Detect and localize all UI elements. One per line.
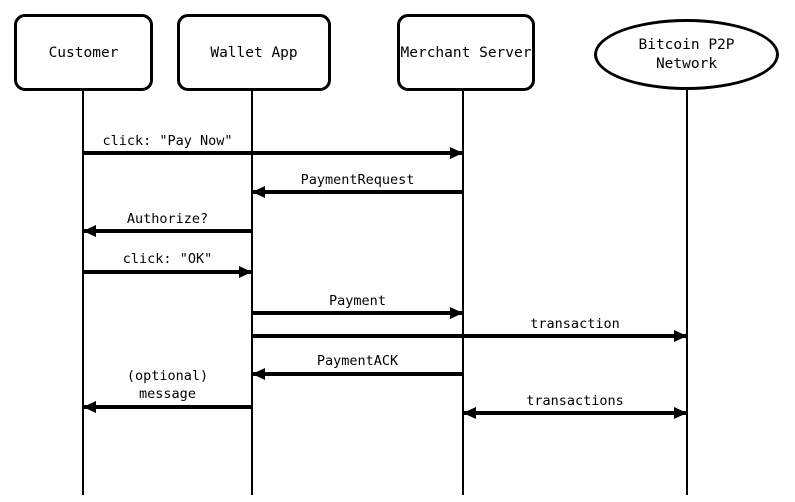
participant-merchant-server-label: Merchant Server bbox=[400, 44, 532, 61]
participant-customer-label: Customer bbox=[48, 44, 119, 61]
message-label-payment: Payment bbox=[329, 293, 386, 309]
message-label-transaction: transaction bbox=[530, 316, 620, 332]
arrowhead-left-icon bbox=[463, 407, 476, 419]
arrowhead-right-icon bbox=[674, 330, 687, 342]
lifeline-bitcoin-p2p-network bbox=[686, 89, 688, 495]
lifeline-wallet-app bbox=[251, 90, 253, 495]
message-line-optional-message bbox=[83, 405, 252, 409]
arrowhead-right-icon bbox=[450, 147, 463, 159]
message-line-click-pay-now bbox=[83, 151, 463, 155]
arrowhead-right-icon bbox=[450, 307, 463, 319]
message-line-authorize bbox=[83, 229, 252, 233]
participant-bitcoin-p2p-network: Bitcoin P2P Network bbox=[594, 19, 779, 90]
message-line-paymentrequest bbox=[252, 190, 463, 194]
message-line-click-ok bbox=[83, 270, 252, 274]
arrowhead-left-icon bbox=[252, 186, 265, 198]
message-label-click-ok: click: "OK" bbox=[122, 251, 213, 267]
participant-customer: Customer bbox=[14, 14, 153, 91]
arrowhead-right-icon bbox=[239, 266, 252, 278]
arrowhead-left-icon bbox=[252, 368, 265, 380]
arrowhead-right-icon bbox=[674, 407, 687, 419]
message-label-transactions: transactions bbox=[526, 393, 624, 409]
lifeline-customer bbox=[82, 90, 84, 495]
lifeline-merchant-server bbox=[462, 90, 464, 495]
arrowhead-left-icon bbox=[83, 401, 96, 413]
participant-wallet-app-label: Wallet App bbox=[210, 44, 298, 61]
message-label-authorize: Authorize? bbox=[126, 211, 209, 227]
message-label-paymentrequest: PaymentRequest bbox=[300, 172, 415, 188]
arrowhead-left-icon bbox=[83, 225, 96, 237]
participant-bitcoin-p2p-network-label: Bitcoin P2P Network bbox=[638, 36, 735, 72]
message-line-transactions bbox=[463, 411, 687, 415]
message-label-paymentack: PaymentACK bbox=[316, 353, 399, 369]
message-line-paymentack bbox=[252, 372, 463, 376]
message-line-transaction bbox=[252, 334, 687, 338]
message-label-click-pay-now: click: "Pay Now" bbox=[102, 133, 233, 149]
participant-merchant-server: Merchant Server bbox=[397, 14, 535, 91]
message-label-optional-message: (optional) message bbox=[126, 368, 209, 402]
message-line-payment bbox=[252, 311, 463, 315]
participant-wallet-app: Wallet App bbox=[177, 14, 331, 91]
